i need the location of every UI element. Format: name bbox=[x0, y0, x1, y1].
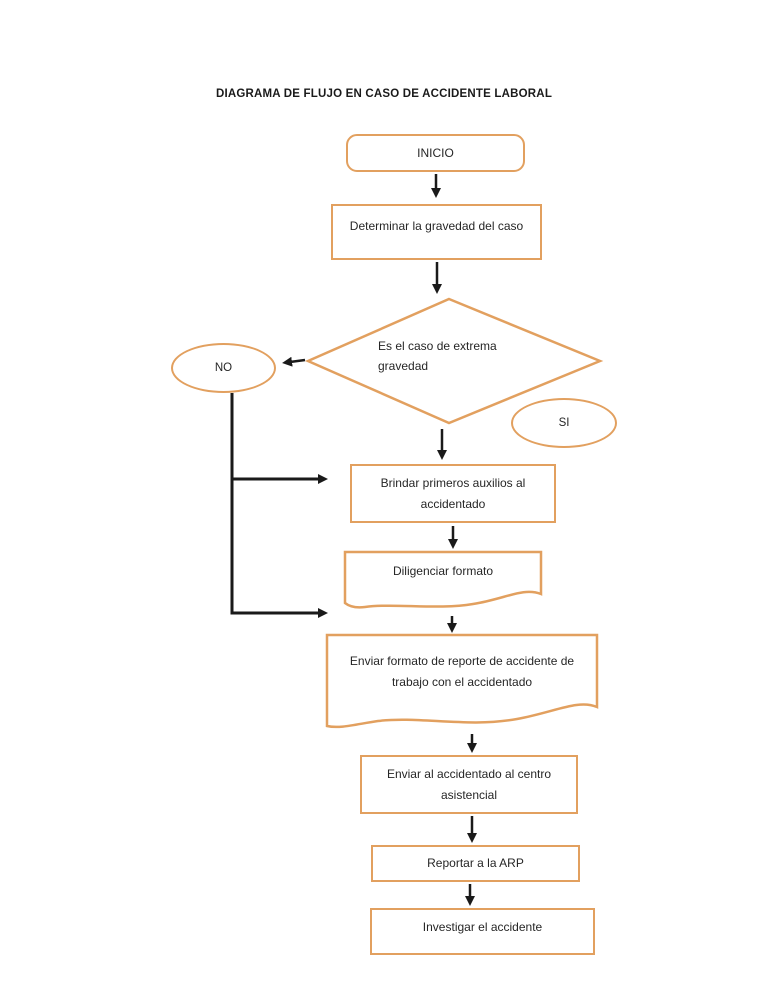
connector-no: NO bbox=[171, 343, 276, 393]
process-brindar: Brindar primeros auxilios al accidentado bbox=[350, 464, 556, 523]
process-reportar-label: Reportar a la ARP bbox=[427, 856, 524, 870]
decision-diamond-shape bbox=[304, 297, 604, 425]
connector-si-label: SI bbox=[558, 416, 570, 429]
process-determinar: Determinar la gravedad del caso bbox=[331, 204, 542, 260]
document-shape-enviar-formato bbox=[325, 633, 599, 729]
arrow-no-branch-to-enviar-formato bbox=[230, 393, 328, 618]
process-brindar-label: Brindar primeros auxilios al accidentado bbox=[380, 476, 526, 511]
process-reportar: Reportar a la ARP bbox=[371, 845, 580, 882]
start-terminator: INICIO bbox=[346, 134, 525, 172]
connector-si: SI bbox=[511, 398, 617, 448]
decision-label: Es el caso de extrema gravedad bbox=[378, 339, 497, 373]
process-enviar-centro: Enviar al accidentado al centro asistenc… bbox=[360, 755, 578, 814]
connector-no-label: NO bbox=[214, 361, 233, 374]
process-investigar-label: Investigar el accidente bbox=[422, 920, 543, 934]
document-label-diligenciar: Diligenciar formato bbox=[392, 564, 494, 578]
page-title: DIAGRAMA DE FLUJO EN CASO DE ACCIDENTE L… bbox=[215, 88, 553, 100]
process-enviar-centro-label: Enviar al accidentado al centro asistenc… bbox=[386, 767, 552, 802]
document-label-enviar-formato: Enviar formato de reporte de accidente d… bbox=[349, 654, 575, 689]
process-investigar: Investigar el accidente bbox=[370, 908, 595, 955]
process-determinar-label: Determinar la gravedad del caso bbox=[349, 219, 524, 233]
document-shape-diligenciar bbox=[343, 550, 543, 609]
start-terminator-label: INICIO bbox=[417, 145, 454, 160]
arrow-decision-to-no bbox=[282, 356, 306, 367]
